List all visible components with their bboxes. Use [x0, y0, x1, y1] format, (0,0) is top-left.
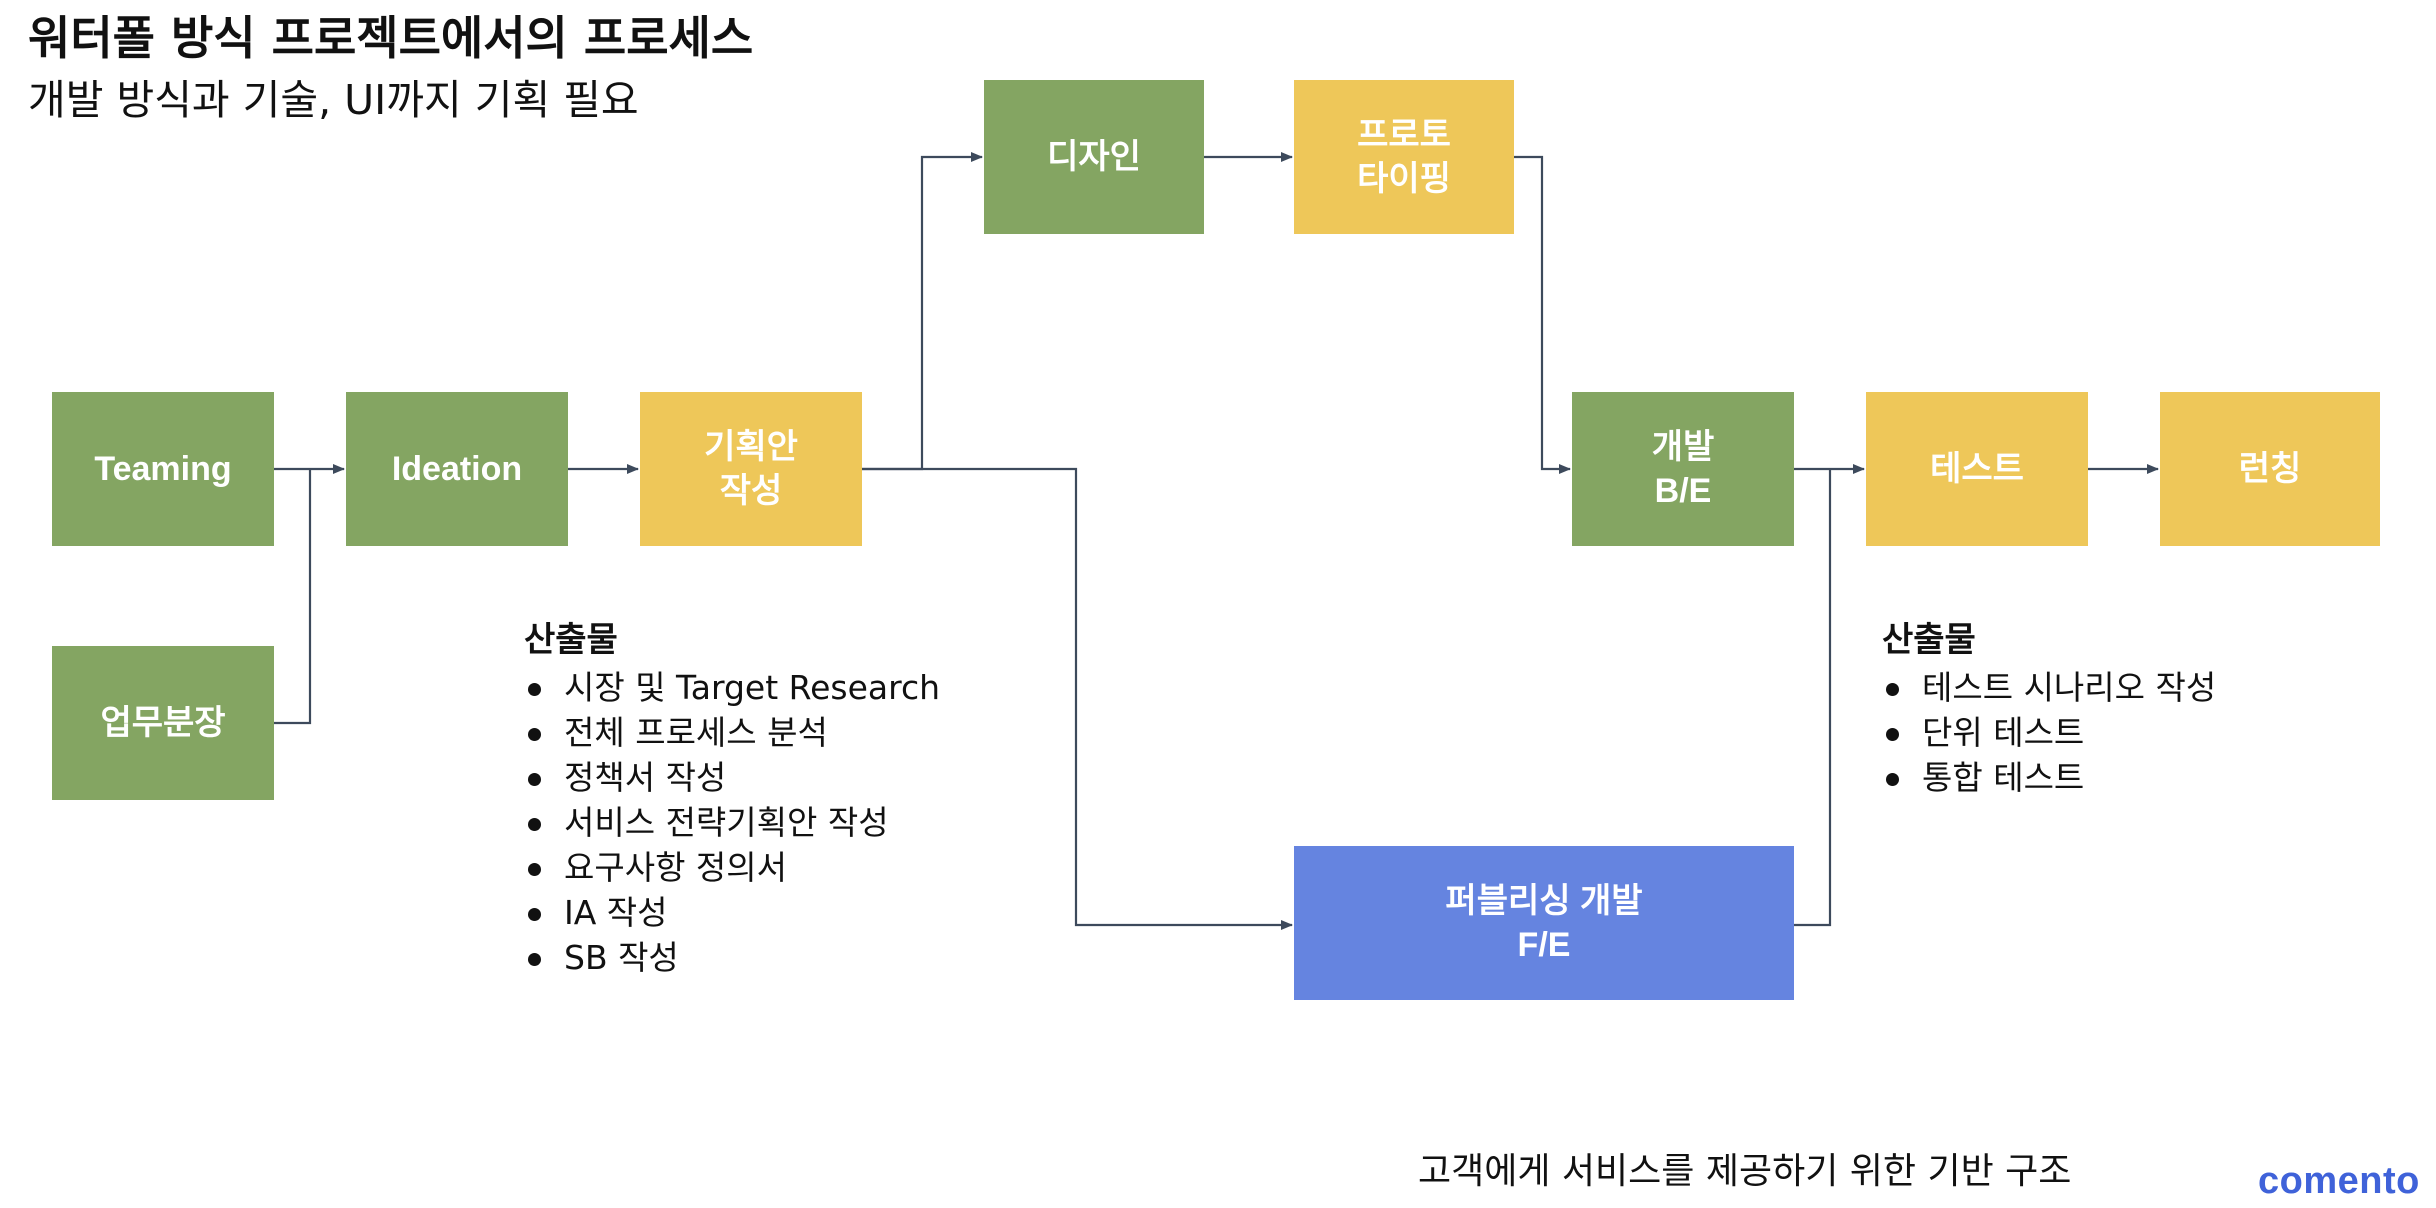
list-item: 서비스 전략기획안 작성 — [524, 800, 940, 845]
list-item: SB 작성 — [524, 935, 940, 980]
node-prototyping-label-line1: 프로토 — [1357, 115, 1451, 154]
node-ideation: Ideation — [346, 392, 568, 546]
node-test-label: 테스트 — [1930, 449, 2024, 488]
connector-publishing-test — [1794, 469, 1832, 927]
planning-outputs-list: 시장 및 Target Research 전체 프로세스 분석 정책서 작성 서… — [524, 665, 940, 980]
footer-caption: 고객에게 서비스를 제공하기 위한 기반 구조 — [1418, 1151, 2072, 1192]
list-item: 시장 및 Target Research — [524, 665, 940, 710]
node-publishing: 퍼블리싱 개발 F/E — [1294, 846, 1794, 1000]
list-item: 요구사항 정의서 — [524, 845, 940, 890]
list-item: 테스트 시나리오 작성 — [1882, 665, 2216, 710]
list-item: 정책서 작성 — [524, 755, 940, 800]
list-item: 통합 테스트 — [1882, 755, 2216, 800]
test-outputs-heading: 산출물 — [1882, 620, 1976, 660]
node-ideation-label: Ideation — [391, 449, 523, 488]
connector-plan-publishing — [862, 467, 1293, 930]
node-test: 테스트 — [1866, 392, 2088, 546]
node-backend-label-line1: 개발 — [1651, 427, 1715, 466]
planning-outputs: 산출물 시장 및 Target Research 전체 프로세스 분석 정책서 … — [524, 612, 940, 980]
node-role-split-label: 업무분장 — [100, 703, 226, 742]
list-item: 전체 프로세스 분석 — [524, 710, 940, 755]
node-publishing-label-line1: 퍼블리싱 개발 — [1445, 881, 1643, 920]
node-design: 디자인 — [984, 80, 1204, 234]
node-plan-label-line2: 작성 — [719, 472, 783, 510]
planning-outputs-heading: 산출물 — [524, 620, 618, 660]
node-prototyping: 프로토 타이핑 — [1294, 80, 1514, 234]
node-launch: 런칭 — [2160, 392, 2380, 546]
list-item: IA 작성 — [524, 890, 940, 935]
connector-prototyping-backend — [1514, 155, 1571, 474]
list-item: 단위 테스트 — [1882, 710, 2216, 755]
node-backend: 개발 B/E — [1572, 392, 1794, 546]
page-title: 워터폴 방식 프로젝트에서의 프로세스 — [28, 11, 754, 65]
node-role-split: 업무분장 — [52, 646, 274, 800]
test-outputs-list: 테스트 시나리오 작성 단위 테스트 통합 테스트 — [1882, 665, 2216, 800]
node-prototyping-label-line2: 타이핑 — [1357, 160, 1451, 198]
node-backend-label-line2: B/E — [1654, 472, 1712, 510]
page-subtitle: 개발 방식과 기술, UI까지 기획 필요 — [28, 76, 639, 124]
brand-logo: comento — [2258, 1160, 2420, 1202]
node-plan: 기획안 작성 — [640, 392, 862, 546]
node-launch-label: 런칭 — [2238, 449, 2302, 488]
node-plan-label-line1: 기획안 — [704, 427, 798, 466]
node-publishing-label-line2: F/E — [1517, 926, 1571, 964]
node-teaming: Teaming — [52, 392, 274, 546]
test-outputs: 산출물 테스트 시나리오 작성 단위 테스트 통합 테스트 — [1882, 612, 2216, 800]
connector-role-split-ideation — [274, 469, 312, 725]
connector-plan-design — [862, 152, 983, 471]
node-teaming-label: Teaming — [94, 449, 232, 488]
node-design-label: 디자인 — [1047, 137, 1141, 176]
